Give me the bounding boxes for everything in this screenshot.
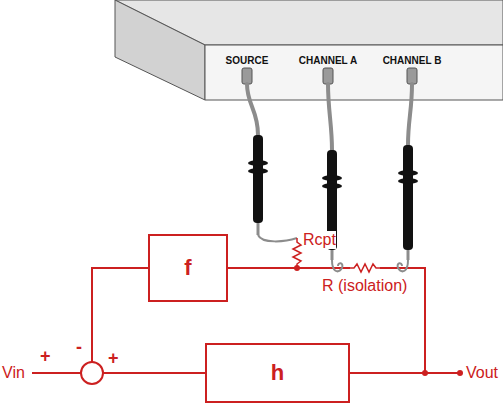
instrument-housing <box>115 0 503 100</box>
signal-name: Vout <box>466 364 498 382</box>
sum-output-wire <box>103 372 205 374</box>
port-label: CHANNEL A <box>299 55 357 66</box>
bnc-connector <box>323 68 333 84</box>
probe-body <box>253 135 263 223</box>
polarity-sign: + <box>108 349 119 369</box>
summing-junction <box>81 362 103 384</box>
process-box: h <box>205 343 350 403</box>
probe-ring <box>248 160 268 166</box>
scope-probe <box>248 135 268 235</box>
resistor-label: R (isolation) <box>322 277 407 295</box>
port-label: SOURCE <box>226 55 269 66</box>
signal-name: Vin <box>2 364 25 382</box>
probe-hook <box>398 260 408 271</box>
probe-body <box>403 145 413 250</box>
probe-cable <box>408 84 412 145</box>
probe-tip <box>331 250 334 260</box>
probe-hook <box>332 260 342 271</box>
polarity-sign: + <box>40 347 51 367</box>
housing-side <box>115 0 205 100</box>
polarity-sign: - <box>76 338 82 358</box>
bnc-connectors <box>242 68 417 84</box>
probe-ring <box>322 175 342 181</box>
probe-ring <box>248 168 268 174</box>
output-wire <box>425 372 460 374</box>
probes <box>248 135 418 260</box>
probe-cable <box>247 84 258 135</box>
probe-cable <box>328 84 332 150</box>
block-name: f <box>184 255 191 281</box>
probe-hook <box>258 235 297 241</box>
scope-probe <box>398 145 418 260</box>
probe-ring <box>322 183 342 189</box>
probe-tip <box>407 250 410 260</box>
block-name: h <box>271 360 284 386</box>
junction-dot <box>294 265 300 271</box>
probe-cables <box>247 84 412 150</box>
port-label: CHANNEL B <box>383 55 442 66</box>
feedback-wire <box>92 268 148 362</box>
probe-tip <box>257 223 260 235</box>
probe-ring <box>398 170 418 176</box>
terminal-dot <box>457 370 463 376</box>
resistor-symbol <box>350 264 380 272</box>
resistor-label: Rcpt <box>303 231 336 249</box>
resistor-symbol <box>293 238 301 268</box>
probe-ring <box>398 178 418 184</box>
input-wire <box>32 372 81 374</box>
process-box: f <box>148 234 228 302</box>
bnc-connector <box>242 68 252 84</box>
junction-dot <box>422 370 428 376</box>
instrument-panel: SOURCE CHANNEL A CHANNEL B <box>205 45 503 100</box>
bnc-connector <box>407 68 417 84</box>
wire-gap <box>350 262 380 274</box>
